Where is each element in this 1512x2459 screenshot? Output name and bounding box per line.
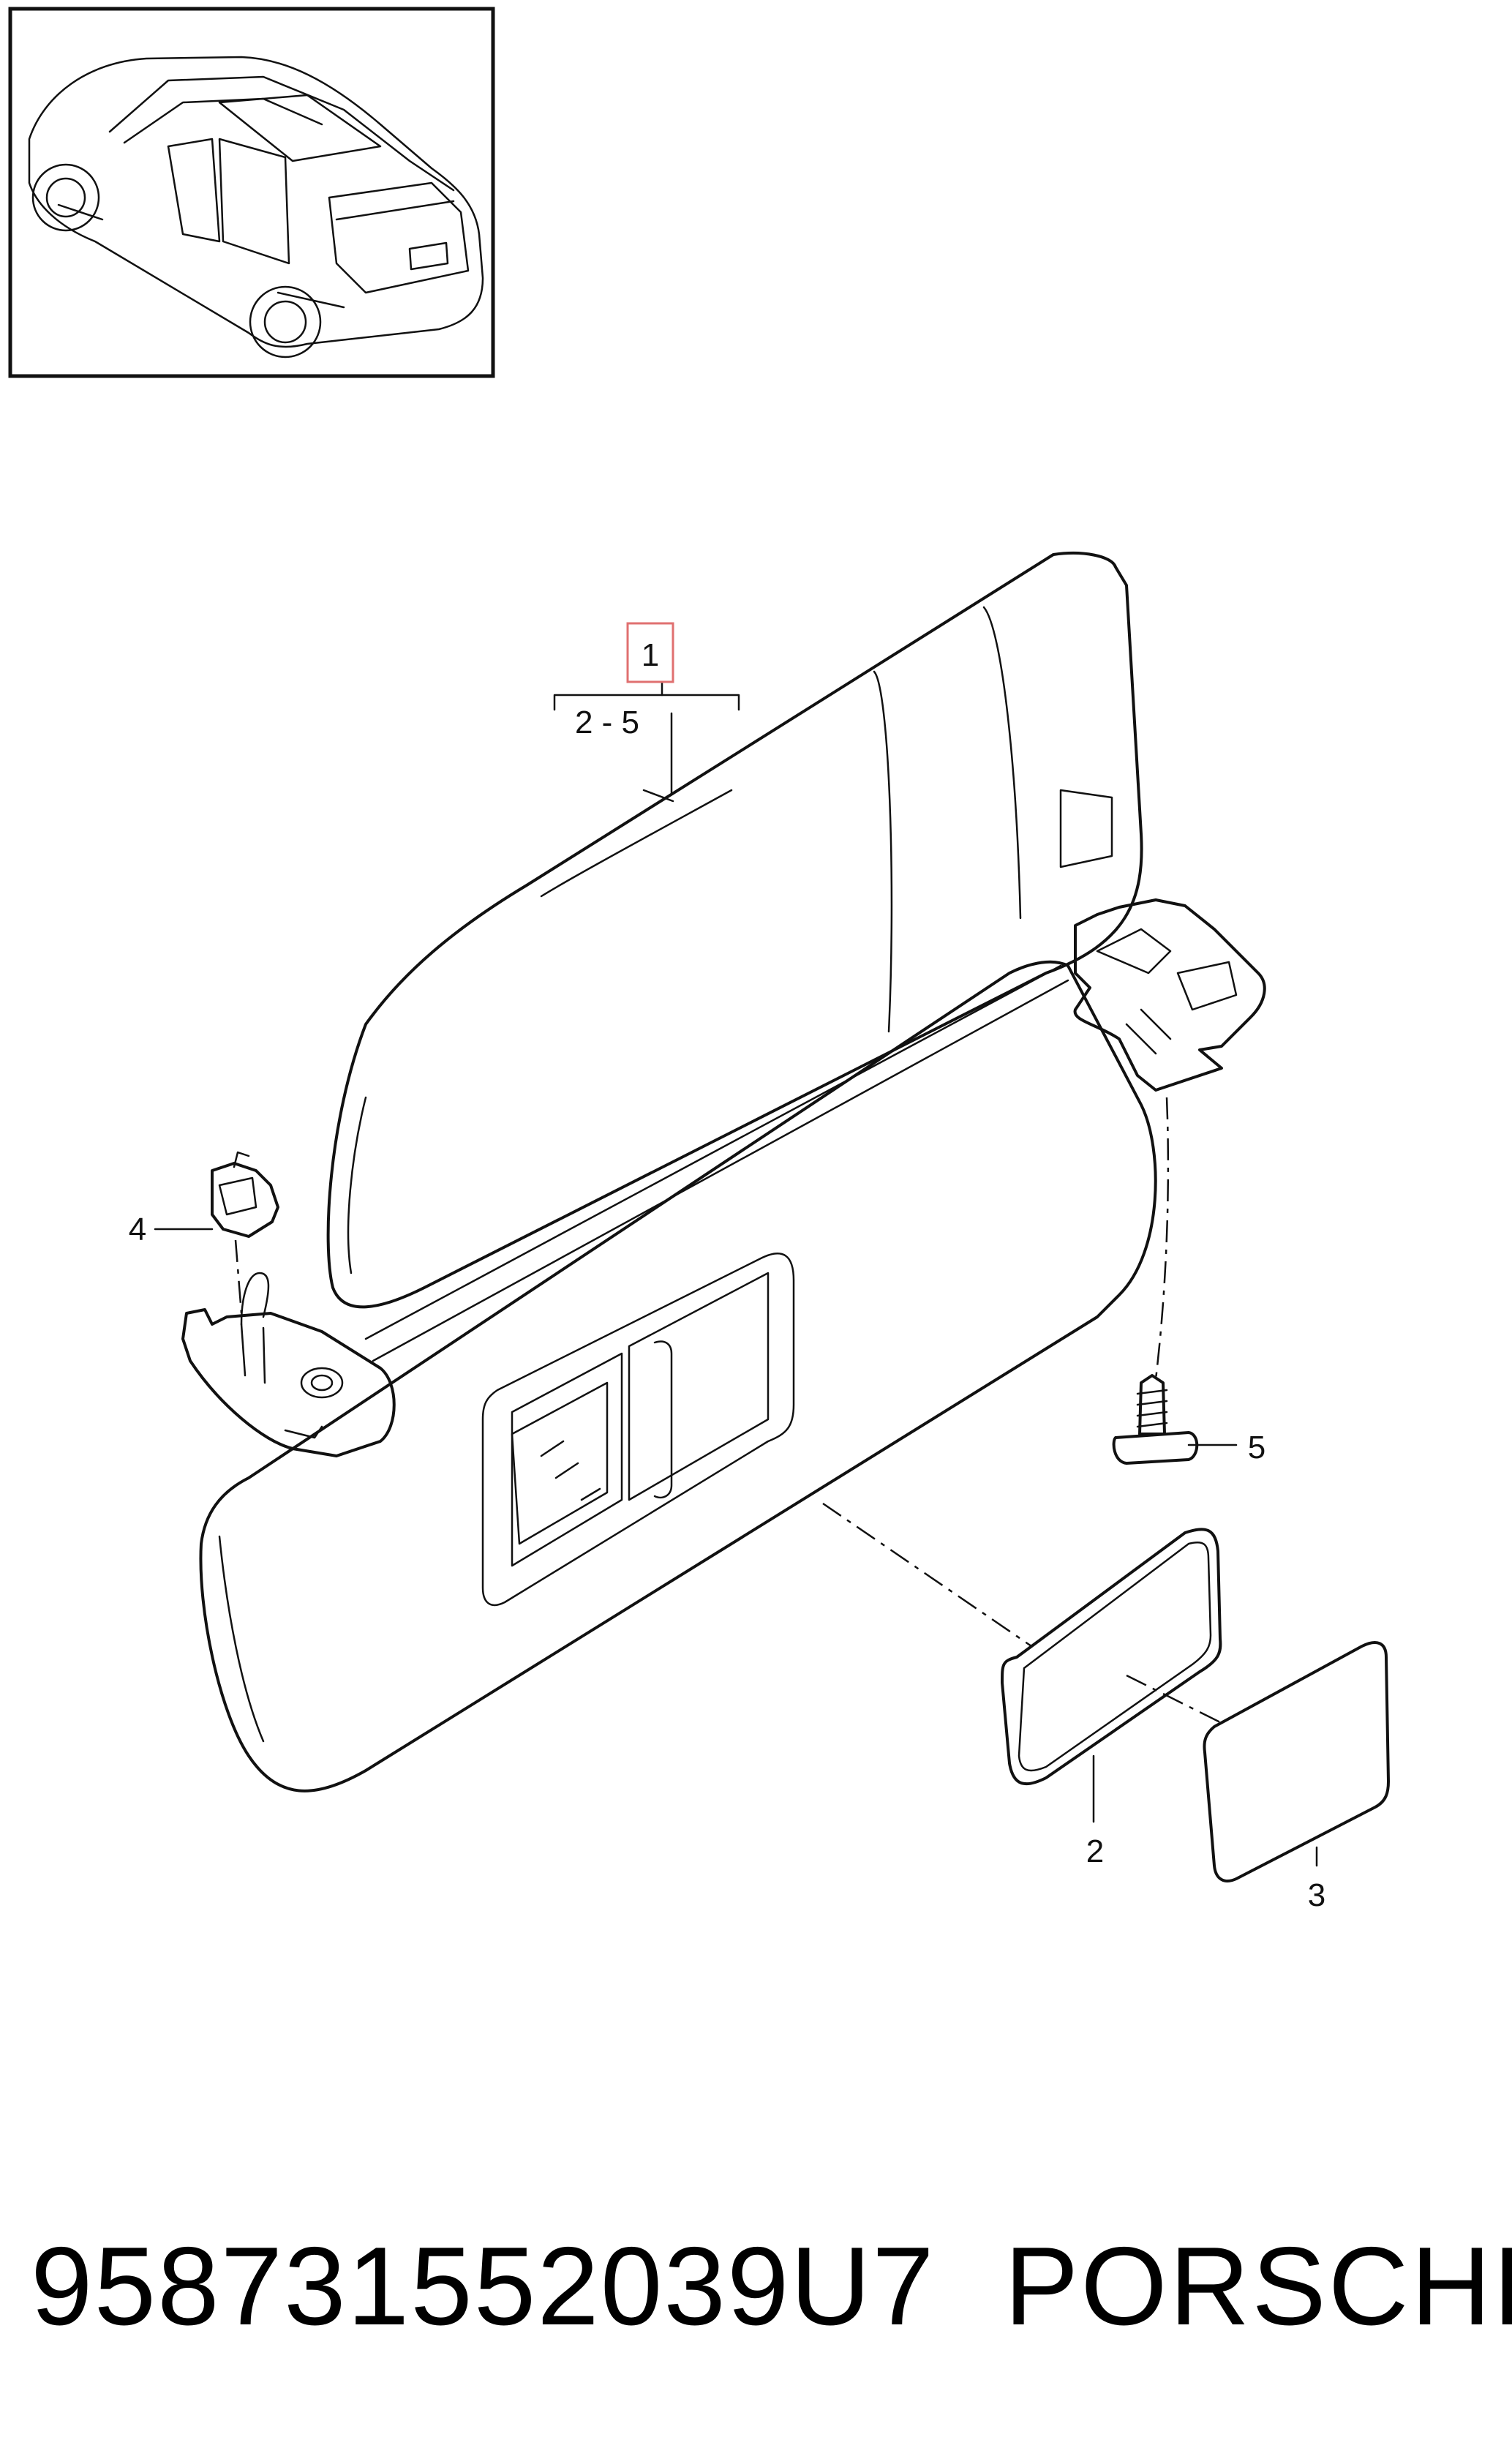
leader-lines — [234, 789, 1222, 1724]
callout-4: 4 — [129, 1212, 146, 1247]
part-number: 958731552039U7 — [31, 2224, 936, 2349]
sun-visor-upper — [326, 552, 1143, 1309]
highlight-box — [626, 622, 674, 683]
brand-name: PORSCHE — [1004, 2224, 1512, 2349]
callout-range-2-5: 2 - 5 — [575, 705, 639, 740]
mirror-glass-part-2 — [1001, 1528, 1222, 1786]
callout-5: 5 — [1248, 1430, 1265, 1465]
clip-part-4 — [211, 1151, 279, 1238]
callout-2: 2 — [1086, 1833, 1104, 1869]
cover-part-3 — [1203, 1641, 1390, 1882]
callout-3: 3 — [1308, 1877, 1325, 1913]
screw-part-5 — [1112, 1374, 1199, 1465]
callout-lines — [154, 681, 1318, 1867]
callout-1: 1 — [642, 637, 659, 673]
sun-visor-lower — [181, 898, 1266, 1792]
vehicle-thumbnail — [8, 7, 495, 378]
